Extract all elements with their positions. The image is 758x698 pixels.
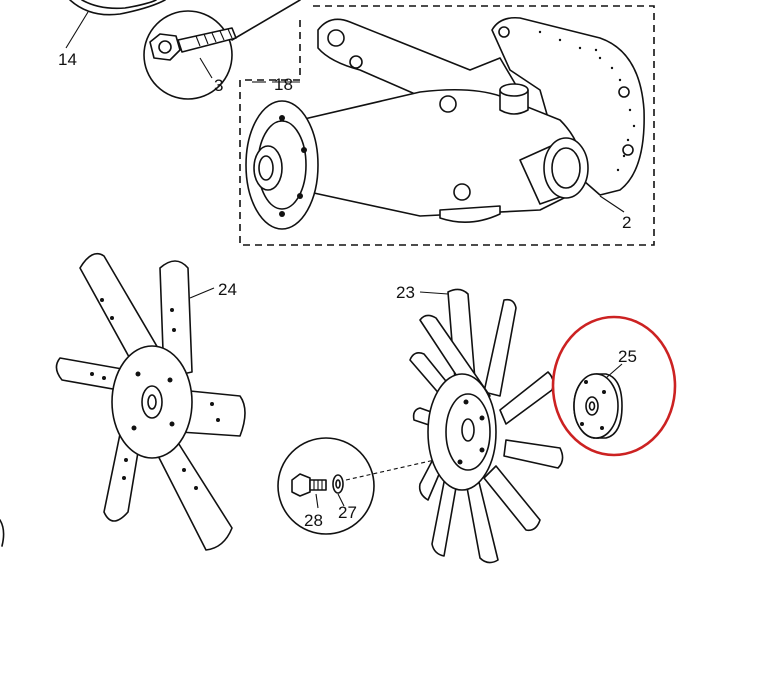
label-part-27: 27 [338, 503, 357, 522]
edge-fragment [0, 519, 5, 547]
highlight-circle [551, 315, 677, 457]
label-part-3: 3 [214, 76, 223, 95]
water-pump-assembly [239, 5, 655, 246]
label-part-24: 24 [218, 280, 237, 299]
fixing-bolt-and-washer [277, 437, 471, 535]
label-part-25: 25 [618, 347, 637, 366]
label-part-14: 14 [58, 50, 77, 69]
pulley-partial [65, 0, 166, 49]
spacer-25 [573, 363, 623, 439]
label-part-18: 18 [274, 75, 293, 94]
fan-multi-blade [409, 288, 564, 564]
fan-six-blade [55, 252, 246, 551]
label-part-2: 2 [622, 213, 631, 232]
label-part-28: 28 [304, 511, 323, 530]
label-part-23: 23 [396, 283, 415, 302]
bolt-3 [143, 0, 301, 100]
